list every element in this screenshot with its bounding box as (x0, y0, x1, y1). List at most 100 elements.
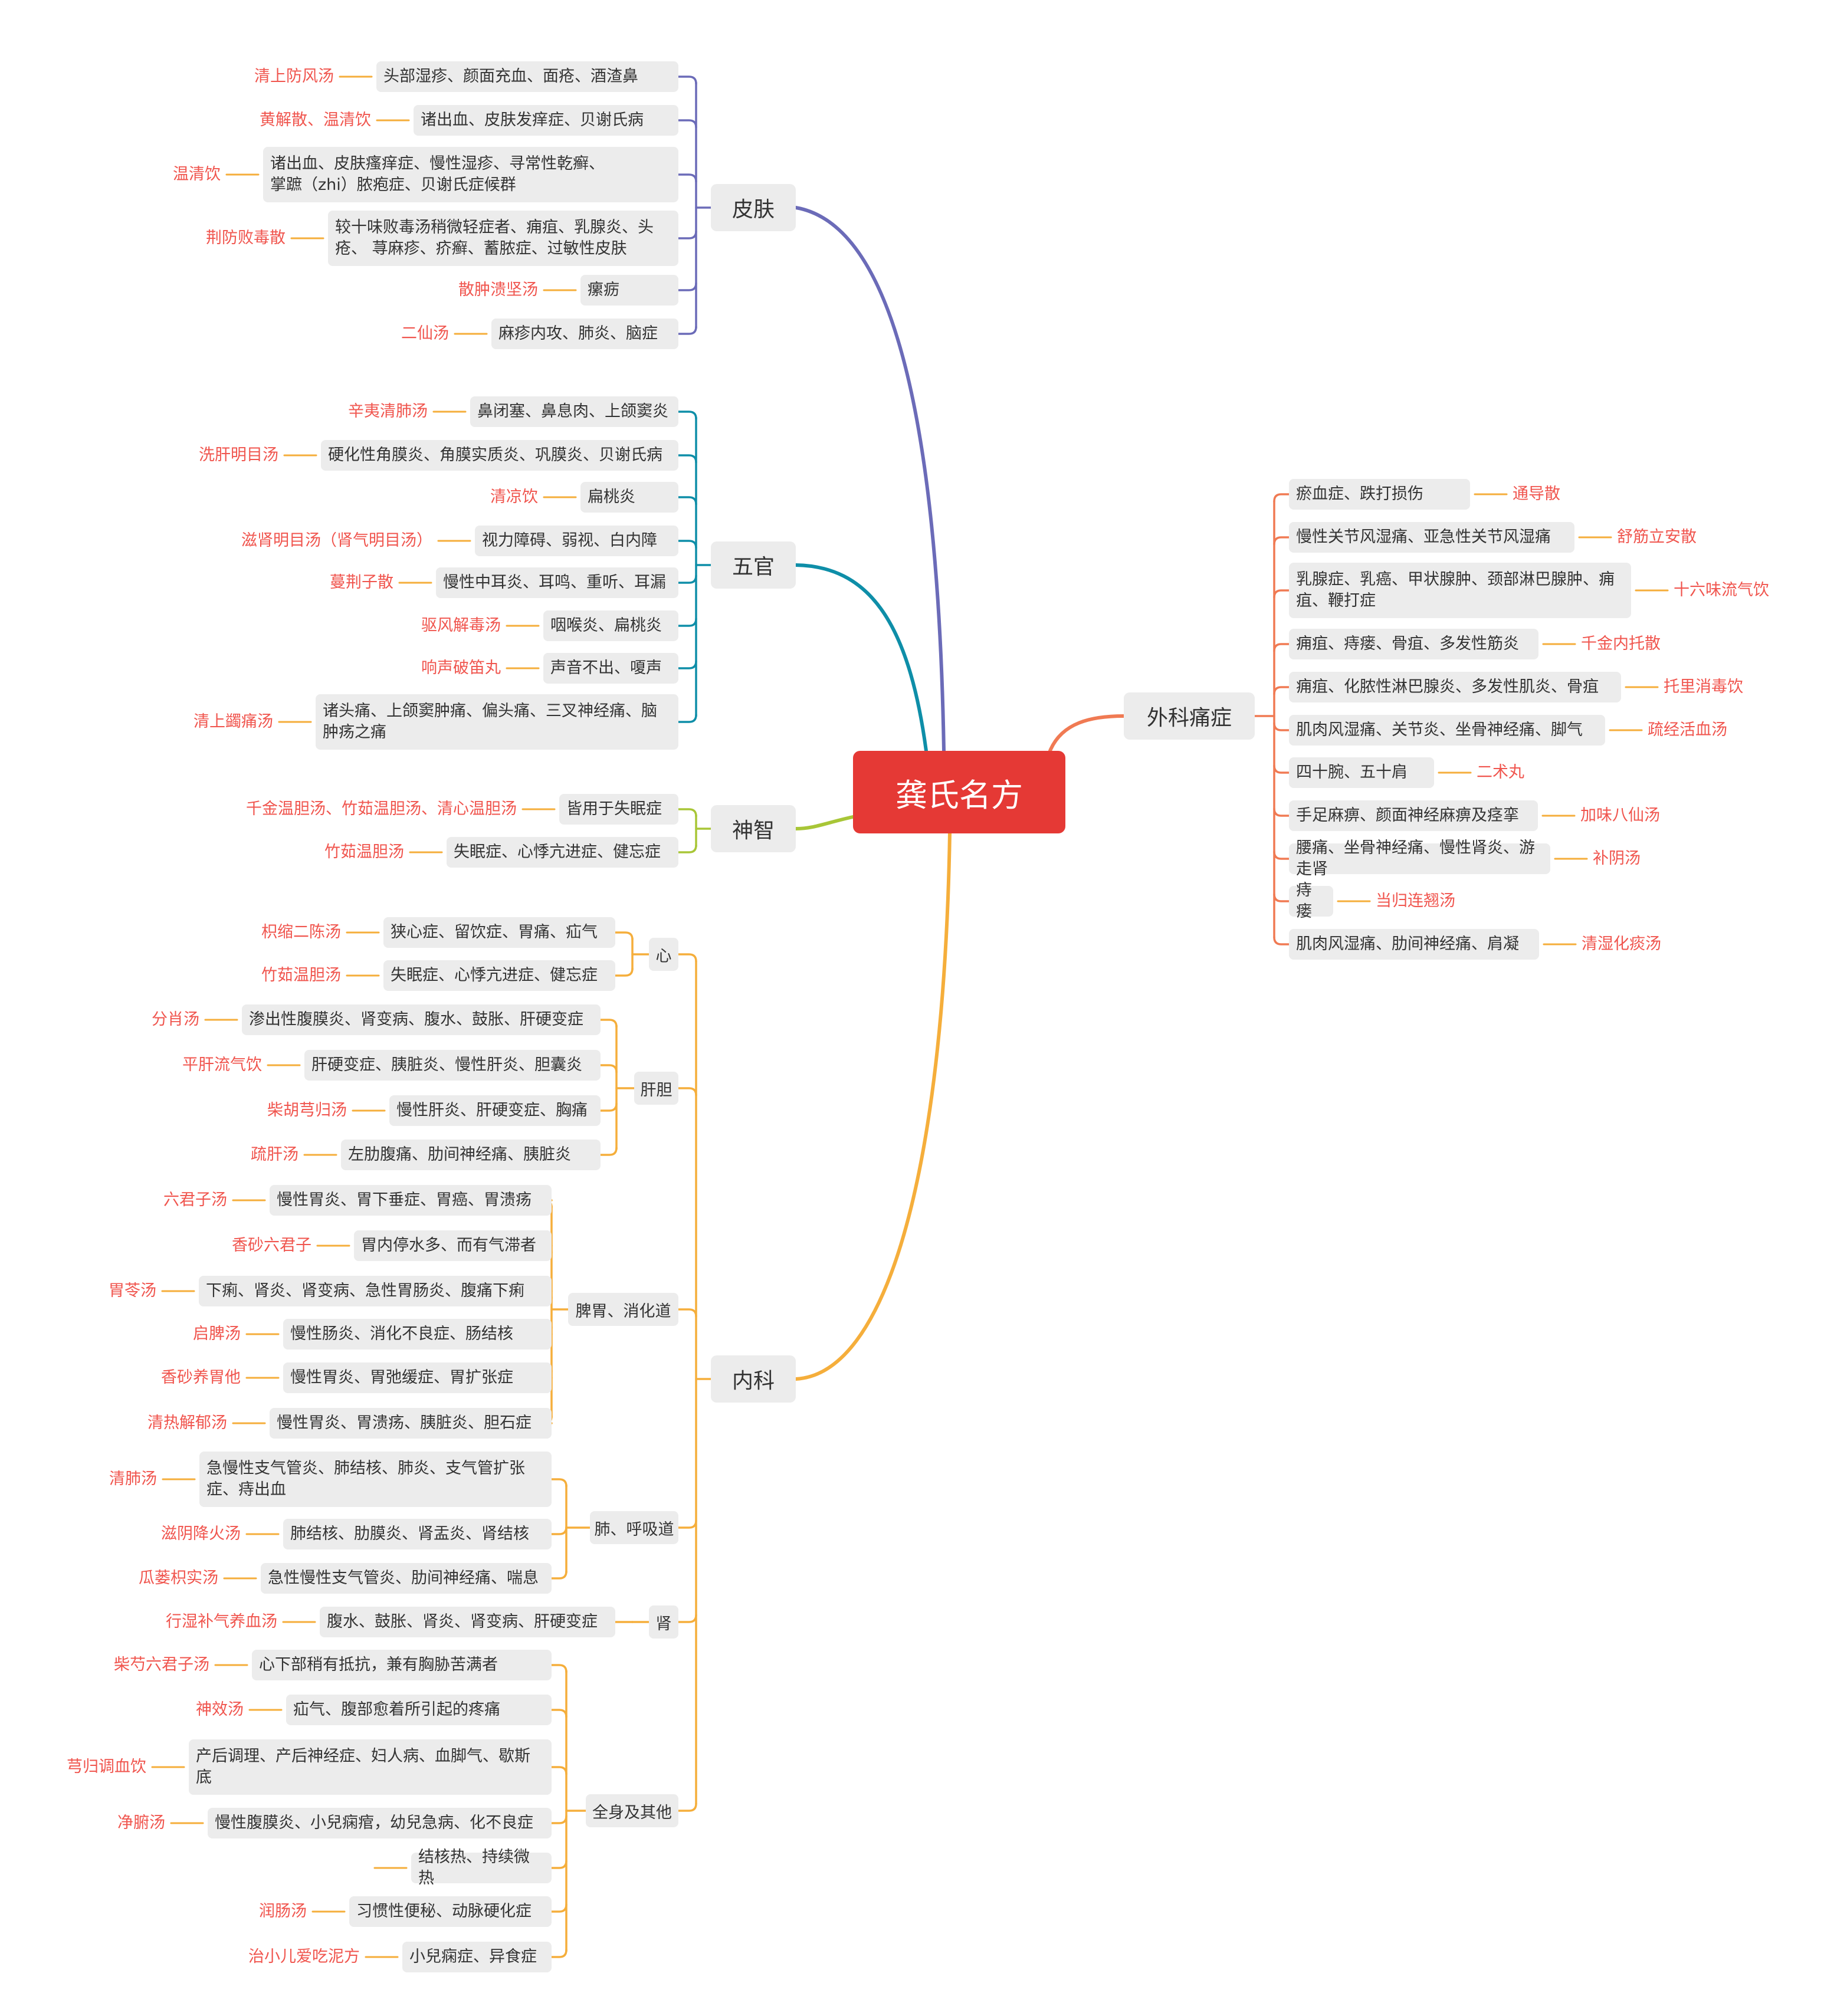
group-node[interactable]: 肾 (649, 1605, 678, 1639)
symptom-box[interactable]: 急性慢性支气管炎、肋间神经痛、喘息 (261, 1563, 552, 1594)
symptom-box[interactable]: 声音不出、嗄声 (543, 653, 678, 684)
symptom-box[interactable]: 乳腺症、乳癌、甲状腺肿、颈部淋巴腺肿、痈 疽、鞭打症 (1289, 563, 1631, 618)
symptom-box[interactable]: 扁桃炎 (580, 482, 678, 513)
stub (550, 1526, 567, 1535)
symptom-box[interactable]: 肺结核、肋膜炎、肾盂炎、肾结核 (283, 1519, 552, 1549)
branch-internal-medicine[interactable]: 内科 (711, 1355, 796, 1403)
stub (550, 1570, 567, 1580)
branch-mind[interactable]: 神智 (711, 805, 796, 852)
stub (599, 1019, 618, 1028)
remedy-label: 滋阴降火汤 (161, 1525, 241, 1543)
remedy-label: 辛夷清肺汤 (348, 402, 428, 421)
group-node[interactable]: 全身及其他 (586, 1794, 678, 1827)
symptom-box[interactable]: 慢性腹膜炎、小兒痫痯，幼兒急病、化不良症 (208, 1808, 552, 1838)
symptom-box[interactable]: 视力障碍、弱视、白内障 (475, 526, 678, 556)
root-link-2 (794, 815, 855, 830)
symptom-box[interactable]: 失眠症、心悸亢进症、健忘症 (447, 837, 678, 868)
symptom-box[interactable]: 心下部稍有抵抗，兼有胸胁苦满者 (252, 1650, 552, 1680)
symptom-box[interactable]: 瘀血症、跌打损伤 (1289, 479, 1470, 510)
group-node[interactable]: 心 (649, 938, 678, 971)
branch-surgical-pain[interactable]: 外科痛症 (1124, 692, 1255, 740)
stub-b2-0 (677, 808, 697, 817)
symptom-box[interactable]: 麻疹内攻、肺炎、脑症 (491, 319, 678, 349)
symptom-box[interactable]: 胃内停水多、而有气滞者 (354, 1230, 552, 1261)
symptom-box[interactable]: 结核热、持续微热 (411, 1848, 552, 1887)
symptom-box[interactable]: 小兒痫症、异食症 (402, 1942, 552, 1972)
remedy-label: 荆防败毒散 (206, 229, 286, 247)
remedy-label: 响声破笛丸 (421, 659, 501, 677)
symptom-box[interactable]: 慢性胃炎、胃溃疡、胰脏炎、胆石症 (270, 1408, 552, 1439)
stub (550, 1860, 567, 1869)
remedy-label: 滋肾明目汤（肾气明目汤） (241, 531, 432, 550)
symptom-box[interactable]: 鼻闭塞、鼻息肉、上颌窦炎 (470, 396, 678, 427)
symptom-box[interactable]: 慢性肠炎、消化不良症、肠结核 (283, 1319, 552, 1350)
root-node[interactable]: 龚氏名方 (853, 751, 1065, 833)
symptom-box[interactable]: 诸出血、皮肤瘙痒症、慢性湿疹、寻常性乾癣、 掌蹠（zhi）脓疱症、贝谢氏症候群 (263, 147, 678, 202)
symptom-box[interactable]: 慢性关节风湿痛、亚急性关节风湿痛 (1289, 522, 1574, 553)
symptom-box[interactable]: 疝气、腹部愈着所引起的疼痛 (286, 1695, 552, 1725)
remedy-label: 二术丸 (1477, 763, 1524, 782)
stub (614, 931, 634, 941)
stub-b0-3 (677, 230, 697, 239)
group-node[interactable]: 肺、呼吸道 (590, 1511, 678, 1544)
remedy-label: 加味八仙汤 (1580, 806, 1660, 825)
stub-b0-1 (677, 119, 697, 129)
remedy-label: 神效汤 (196, 1700, 244, 1719)
symptom-box[interactable]: 失眠症、心悸亢进症、健忘症 (383, 960, 615, 991)
remedy-label: 当归连翘汤 (1376, 892, 1455, 910)
branch-five-senses[interactable]: 五官 (711, 541, 796, 589)
stub (599, 1147, 618, 1156)
symptom-box[interactable]: 诸头痛、上颌窦肿痛、偏头痛、三叉神经痛、脑 肿疡之痛 (316, 694, 678, 750)
symptom-box[interactable]: 腹水、鼓胀、肾炎、肾变病、肝硬变症 (320, 1607, 615, 1637)
stub-b4 (1273, 807, 1290, 817)
symptom-box[interactable]: 慢性胃炎、胃弛缓症、胃扩张症 (283, 1362, 552, 1393)
stub (550, 1478, 567, 1488)
symptom-box[interactable]: 渗出性腹膜炎、肾变病、腹水、鼓胀、肝硬变症 (242, 1004, 601, 1035)
stub-b4 (1273, 686, 1290, 695)
symptom-box[interactable]: 较十味败毒汤稍微轻症者、痈疽、乳腺炎、头 疮、 荨麻疹、疥癣、蓄脓症、过敏性皮肤 (328, 211, 678, 266)
symptom-box[interactable]: 肌肉风湿痛、肋间神经痛、肩凝 (1289, 929, 1539, 960)
symptom-box[interactable]: 习惯性便秘、动脉硬化症 (349, 1896, 552, 1927)
symptom-box[interactable]: 痈疽、化脓性淋巴腺炎、多发性肌炎、骨疽 (1289, 672, 1621, 702)
symptom-box[interactable]: 皆用于失眠症 (559, 794, 678, 825)
symptom-box[interactable]: 头部湿疹、颜面充血、面疮、酒渣鼻 (376, 61, 678, 92)
remedy-label: 温清饮 (173, 165, 221, 183)
symptom-box[interactable]: 肌肉风湿痛、关节炎、坐骨神经痛、脚气 (1289, 715, 1605, 746)
remedy-label: 柴芍六君子汤 (114, 1656, 209, 1674)
symptom-box[interactable]: 产后调理、产后神经症、妇人病、血脚气、歇斯 底 (189, 1739, 552, 1795)
symptom-box[interactable]: 诸出血、皮肤发痒症、贝谢氏病 (414, 105, 678, 136)
symptom-box[interactable]: 下痢、肾炎、肾变病、急性胃肠炎、腹痛下痢 (199, 1276, 552, 1306)
symptom-box[interactable]: 慢性中耳炎、耳鸣、重听、耳漏 (436, 567, 678, 598)
stub-b4 (1273, 643, 1290, 652)
stub (550, 1766, 567, 1775)
symptom-box[interactable]: 痔瘘 (1289, 881, 1333, 921)
symptom-box[interactable]: 瘰疬 (580, 275, 678, 306)
remedy-label: 润肠汤 (259, 1902, 307, 1920)
symptom-box[interactable]: 咽喉炎、扁桃炎 (543, 610, 678, 641)
symptom-box[interactable]: 痈疽、痔瘘、骨疽、多发性筋炎 (1289, 629, 1538, 659)
symptom-box[interactable]: 肝硬变症、胰脏炎、慢性肝炎、胆囊炎 (304, 1050, 601, 1081)
symptom-box[interactable]: 急慢性支气管炎、肺结核、肺炎、支气管扩张 症、痔出血 (199, 1452, 552, 1507)
symptom-box[interactable]: 手足麻痹、颜面神经麻痹及痉挛 (1289, 800, 1538, 831)
symptom-box[interactable]: 狭心症、留饮症、胃痛、疝气 (383, 917, 615, 948)
symptom-box[interactable]: 四十腕、五十肩 (1289, 757, 1434, 788)
symptom-box[interactable]: 腰痛、坐骨神经痛、慢性肾炎、游走肾 (1289, 839, 1550, 878)
group-stub (677, 1614, 697, 1623)
remedy-label: 疏肝汤 (251, 1145, 298, 1164)
remedy-label: 六君子汤 (163, 1191, 227, 1209)
remedy-label: 瓜蒌枳实汤 (139, 1569, 218, 1587)
symptom-box[interactable]: 慢性胃炎、胃下垂症、胃癌、胃溃疡 (270, 1185, 552, 1216)
symptom-box[interactable]: 慢性肝炎、肝硬变症、胸痛 (389, 1095, 601, 1126)
root-link-3 (794, 832, 952, 1381)
group-node[interactable]: 脾胃、消化道 (568, 1293, 678, 1326)
remedy-label: 驱风解毒汤 (421, 616, 501, 635)
stub-b4 (1273, 722, 1290, 731)
stub-b4 (1273, 851, 1290, 860)
group-node[interactable]: 肝胆 (634, 1072, 678, 1105)
symptom-box[interactable]: 左肋腹痛、肋间神经痛、胰脏炎 (341, 1140, 601, 1170)
branch-skin[interactable]: 皮肤 (711, 184, 796, 231)
group-stub (677, 1087, 697, 1096)
remedy-label: 行湿补气养血汤 (166, 1613, 277, 1631)
symptom-box[interactable]: 硬化性角膜炎、角膜实质炎、巩膜炎、贝谢氏病 (321, 440, 678, 471)
